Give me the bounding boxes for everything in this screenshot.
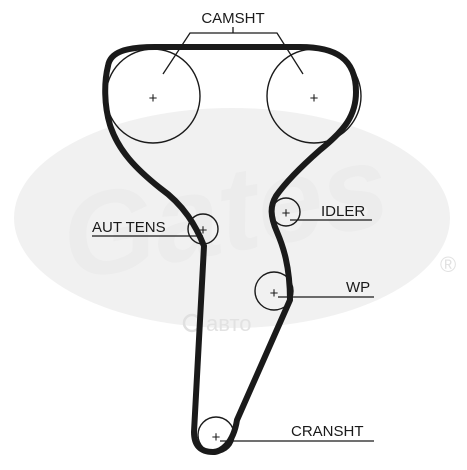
auto-tensioner-label: AUT TENS — [92, 219, 166, 236]
watermark: Gates ® авто — [14, 108, 456, 336]
watermark-ellipse — [14, 108, 450, 328]
idler-pulley: + — [271, 197, 301, 227]
pulley-center-marker: + — [149, 90, 158, 107]
camshaft-label: CAMSHT — [201, 10, 264, 27]
pulley-center-marker: + — [310, 90, 319, 107]
pulley-center-marker: + — [199, 222, 208, 239]
water-pump-pulley: + — [254, 271, 294, 311]
idler-label: IDLER — [321, 203, 365, 220]
pulley-center-marker: + — [212, 429, 221, 446]
crankshaft-label: CRANSHT — [291, 423, 364, 440]
camshaft-leader — [162, 32, 304, 75]
watermark-site-text: авто — [206, 311, 252, 336]
crankshaft-pulley: + — [197, 416, 235, 454]
water-pump-label: WP — [346, 279, 370, 296]
auto-tensioner-pulley: + — [187, 213, 219, 245]
timing-belt — [102, 44, 359, 455]
watermark-registered-mark: ® — [440, 252, 456, 277]
camshaft-pulley-right: + — [266, 48, 362, 144]
pulley-center-marker: + — [282, 205, 291, 222]
leader-lines — [92, 27, 374, 442]
camshaft-pulley-left: + — [105, 48, 201, 144]
pulley-center-marker: + — [270, 285, 279, 302]
